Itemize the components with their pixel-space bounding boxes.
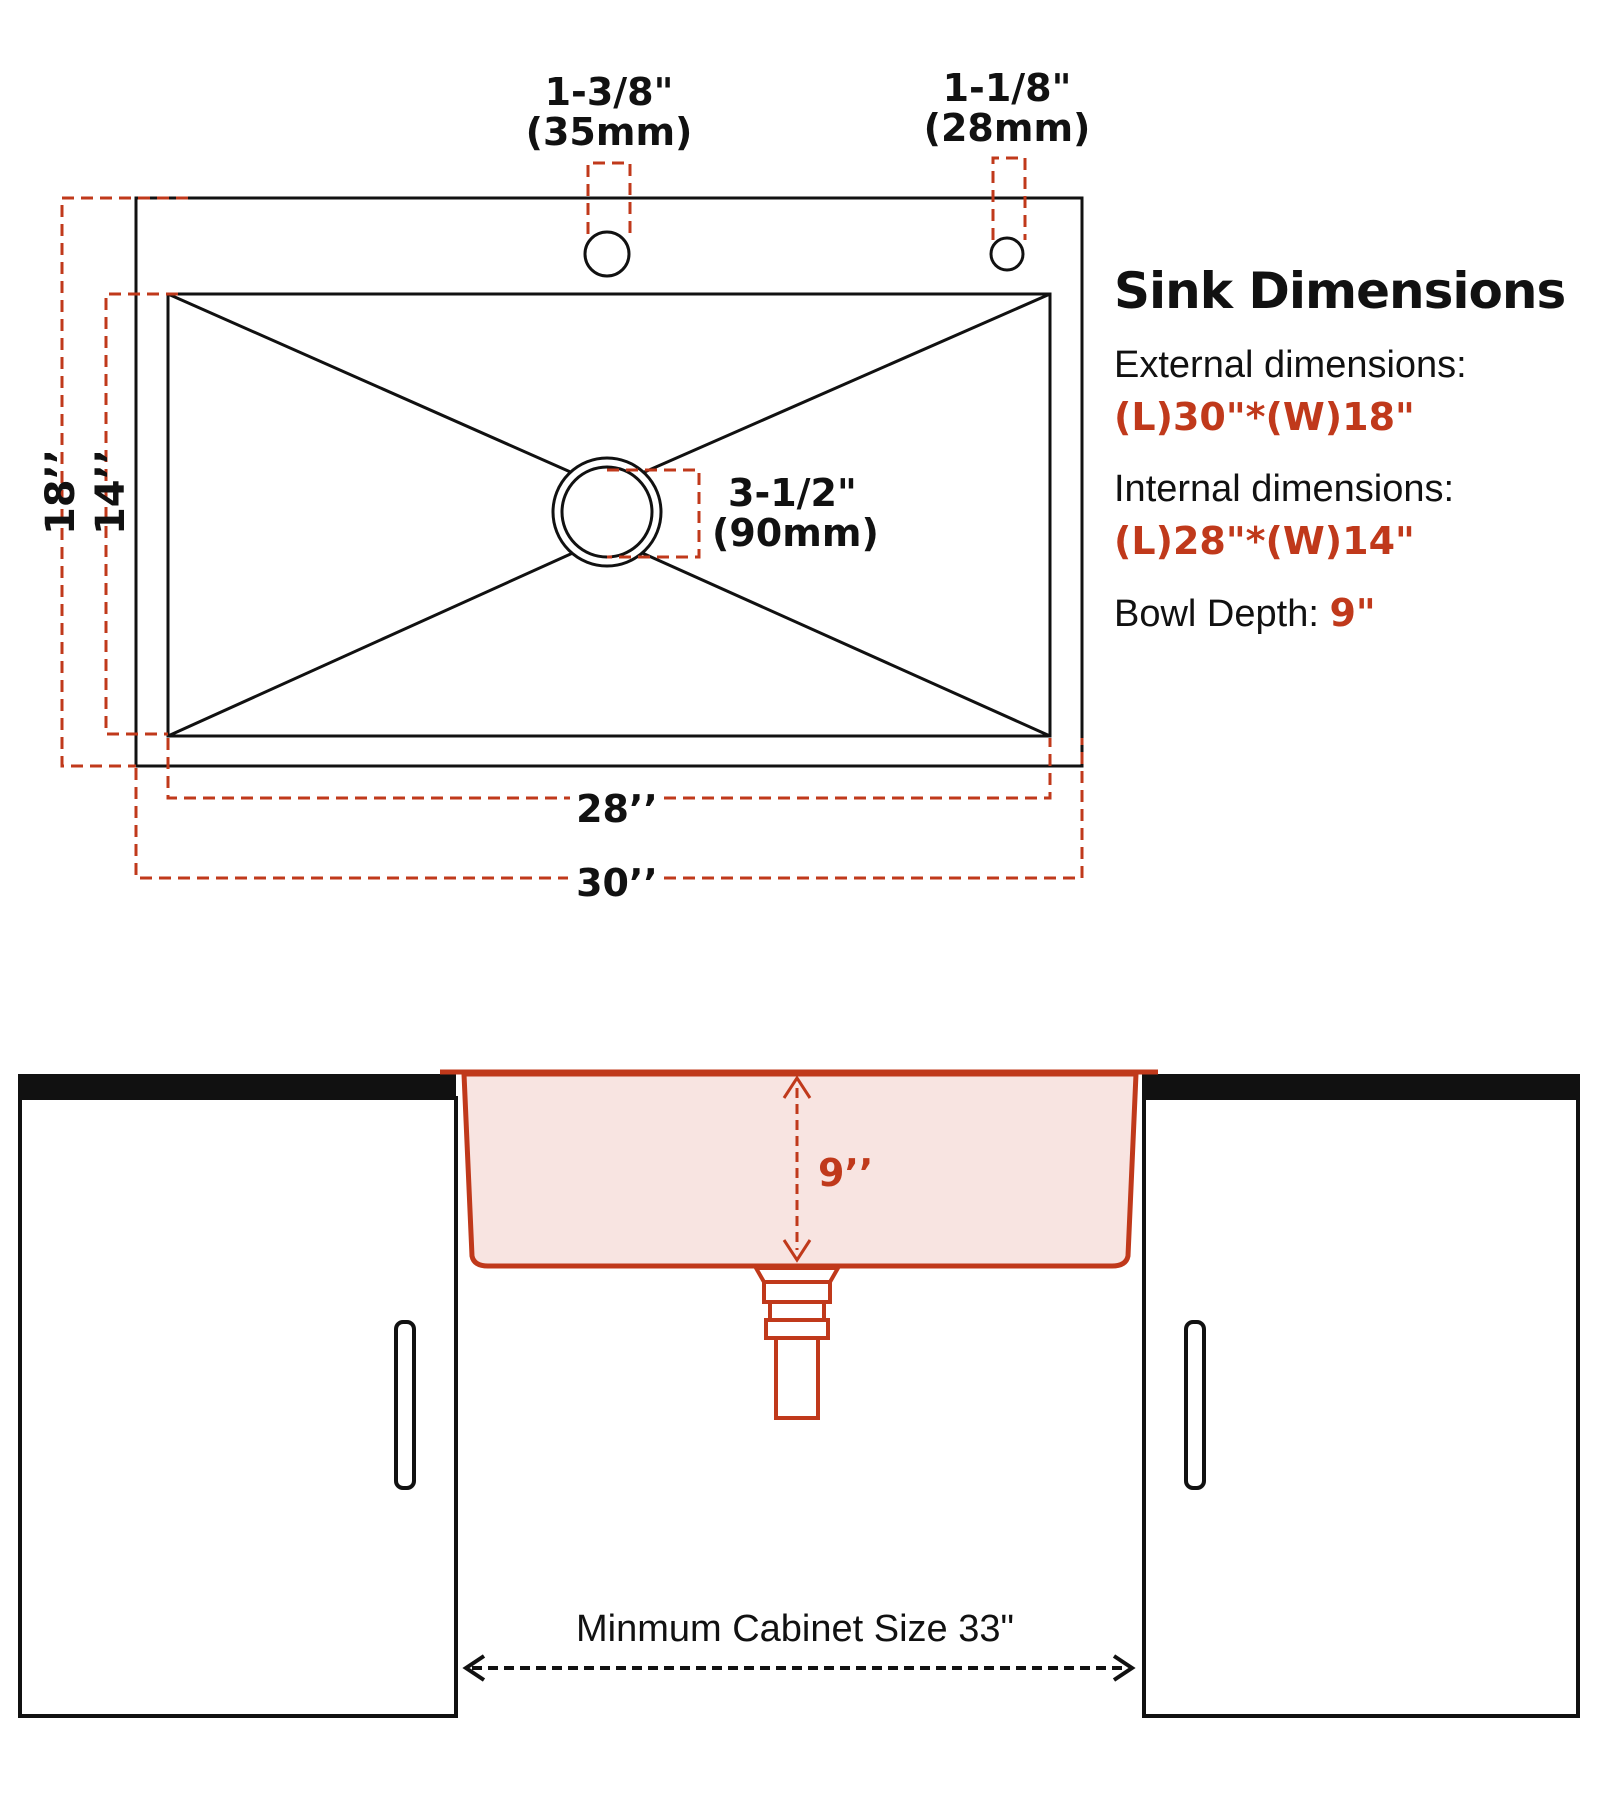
external-length-guide-right xyxy=(664,738,1084,880)
external-length-guide-left xyxy=(134,768,568,880)
drain-pipe-assembly xyxy=(752,1266,842,1420)
faucet-hole-2-mm-label: (28mm) xyxy=(924,106,1091,150)
dimension-guides xyxy=(60,156,1084,880)
min-cabinet-arrow-head-right xyxy=(1112,1654,1136,1682)
faucet-hole-2 xyxy=(989,236,1025,272)
right-countertop xyxy=(1142,1074,1580,1098)
external-length-label: 30’’ xyxy=(576,861,658,905)
drain-inner-ring xyxy=(560,465,654,559)
sink-side-view: 9’’ xyxy=(18,1069,1580,1718)
external-dimensions-label: External dimensions: xyxy=(1114,344,1467,386)
internal-width-guide xyxy=(104,292,178,736)
min-cabinet-size-label: Minmum Cabinet Size 33" xyxy=(575,1608,1014,1650)
sink-outer-rim xyxy=(134,196,1084,768)
external-width-guide xyxy=(60,196,188,768)
right-cabinet xyxy=(1142,1096,1580,1718)
bowl-depth-label: 9’’ xyxy=(818,1151,873,1195)
left-cabinet xyxy=(18,1096,458,1718)
bowl-slope-line xyxy=(639,550,1051,738)
bowl-depth-row-label: Bowl Depth: xyxy=(1114,593,1330,635)
left-countertop xyxy=(18,1074,456,1098)
faucet-hole-1-inch-label: 1-3/8" xyxy=(545,70,674,114)
drain-guide xyxy=(607,468,701,559)
left-cabinet-handle[interactable] xyxy=(394,1320,416,1490)
sink-top-view xyxy=(134,196,1084,768)
sink-dimensions-panel: Sink Dimensions External dimensions: (L)… xyxy=(1114,262,1594,637)
drain-inch-label: 3-1/2" xyxy=(728,471,857,515)
internal-length-guide-left xyxy=(166,738,570,800)
depth-arrow-head-bottom xyxy=(782,1239,812,1263)
sink-bowl-profile xyxy=(461,1071,1139,1269)
sink-inner-bowl xyxy=(166,292,1052,738)
internal-length-guide-right xyxy=(664,738,1052,800)
external-dimensions-value: (L)30"*(W)18" xyxy=(1114,395,1415,439)
faucet-hole-1 xyxy=(583,230,631,278)
bowl-slope-line xyxy=(167,292,576,476)
internal-width-label: 14’’ xyxy=(88,449,134,535)
right-cabinet-handle[interactable] xyxy=(1184,1320,1206,1490)
min-cabinet-arrow-head-left xyxy=(462,1654,486,1682)
internal-dimensions-label: Internal dimensions: xyxy=(1114,468,1455,510)
depth-arrow-head-top xyxy=(782,1075,812,1099)
external-width-label: 18’’ xyxy=(38,449,84,535)
bowl-slope-line xyxy=(167,550,576,738)
panel-title: Sink Dimensions xyxy=(1114,262,1566,320)
bowl-slope-line xyxy=(639,292,1051,476)
faucet-hole-1-mm-label: (35mm) xyxy=(526,110,693,154)
internal-dimensions-value: (L)28"*(W)14" xyxy=(1114,519,1415,563)
internal-length-label: 28’’ xyxy=(576,787,658,831)
bowl-depth-row-value: 9" xyxy=(1329,591,1376,635)
faucet-hole-2-inch-label: 1-1/8" xyxy=(943,66,1072,110)
faucet-hole-2-guide xyxy=(991,156,1027,240)
drain-mm-label: (90mm) xyxy=(712,511,879,555)
bowl-depth-row: Bowl Depth: 9" xyxy=(1114,590,1594,637)
